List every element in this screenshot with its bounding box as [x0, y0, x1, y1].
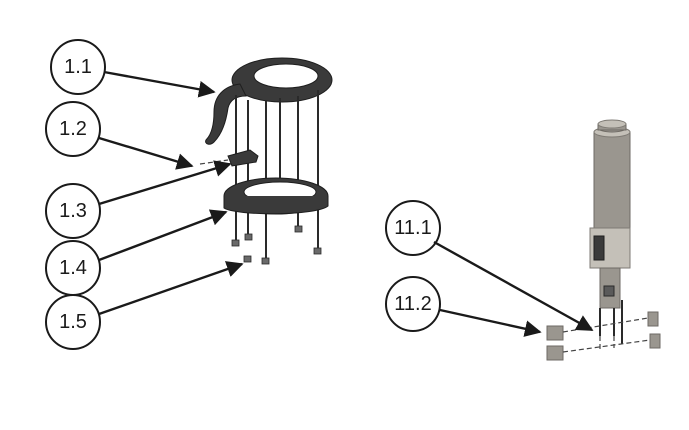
callout-11-2: 11.2	[385, 276, 542, 337]
part-1-5-screws	[231, 225, 322, 265]
callout-1-3: 1.3	[45, 160, 232, 239]
assembly-dashed-lines	[562, 317, 651, 353]
callout-label: 1.4	[59, 257, 87, 279]
callout-1-2: 1.2	[45, 101, 194, 170]
part-1-4-lower-ring	[223, 177, 329, 215]
callout-label: 11.2	[394, 293, 431, 315]
callout-label: 1.1	[64, 56, 92, 78]
part-11-2-blocks	[546, 311, 661, 361]
left-assembly: 1.1 1.2 1.3 1.4 1.5	[45, 39, 333, 350]
part-1-1-clamp-ring	[205, 57, 333, 145]
cylinder-body	[589, 119, 631, 344]
callout-label: 11.1	[394, 217, 431, 239]
callout-1-4: 1.4	[45, 209, 228, 296]
callout-label: 1.5	[59, 311, 87, 333]
callout-label: 1.2	[59, 118, 87, 140]
callout-11-1: 11.1	[385, 200, 594, 332]
callout-label: 1.3	[59, 200, 87, 222]
right-assembly: 11.1 11.2	[385, 119, 661, 361]
callout-1-1: 1.1	[50, 39, 216, 98]
callout-1-5: 1.5	[45, 261, 244, 350]
